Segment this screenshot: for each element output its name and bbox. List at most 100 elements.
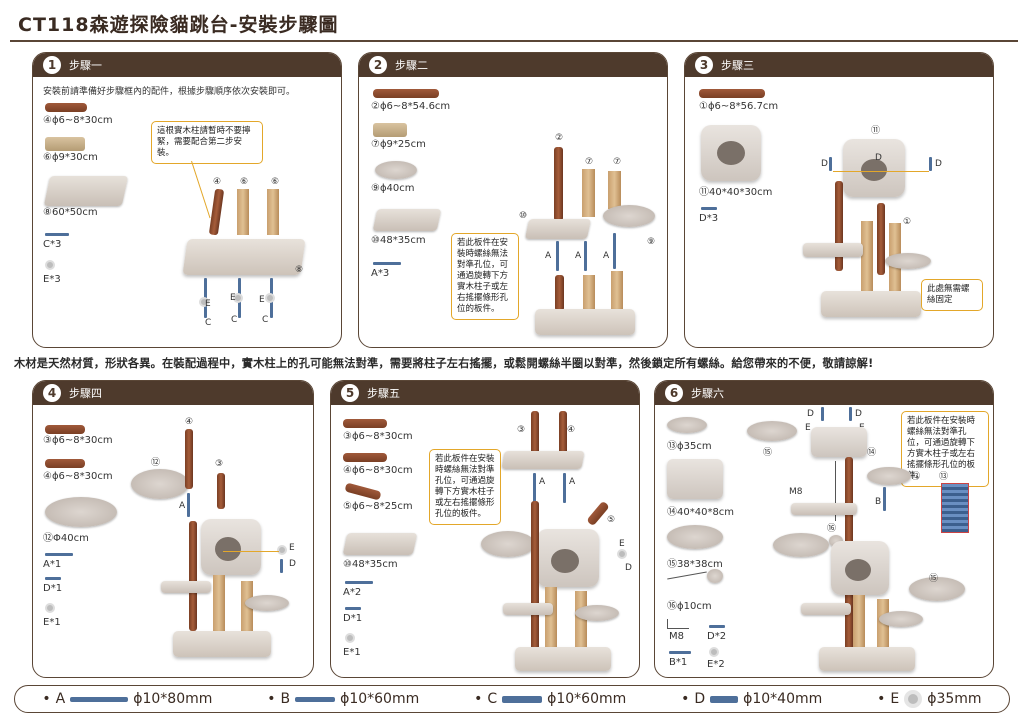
screw-a-icon [345,581,373,584]
step-1-number: 1 [43,56,61,74]
step-2-title: 步驟二 [395,59,428,72]
step-4-mark-a: A [179,501,186,511]
step-5-part-7: E*1 [343,647,361,658]
step-6-mark-e1: E [805,423,811,433]
step-6-header: 6 步驟六 [655,381,993,405]
step-4-wood-main [189,521,197,631]
screw-b-icon [295,696,336,702]
step-6-screw-b [883,487,886,511]
step-1-sisal-post-a [237,189,249,235]
step-4-board [161,581,211,593]
washer-e-icon [345,633,355,643]
step-2-part-1: ②ϕ6~8*54.6cm [371,101,451,112]
step-6-mark-15a: ⑮ [763,448,773,458]
step-3-part-2: ⑪40*40*30cm [699,187,773,198]
step-1-mark-c1: C [205,318,212,328]
part-14-basket-image [667,459,723,499]
step-2-header: 2 步驟二 [359,53,667,77]
step-4-sisal-a [213,575,225,631]
step-1-callout: 這根實木柱請暫時不要擰緊，需要配合第二步安裝。 [151,121,263,164]
step-1-mark-e2: E [230,293,236,303]
part-10-board-image [342,533,418,555]
step-2-part-4: ⑩48*35cm [371,235,426,246]
step-3-mark-1: ① [903,217,912,227]
step-5-panel: 5 步驟五 ③ϕ6~8*30cm ④ϕ6~8*30cm ⑤ϕ6~8*25cm ⑩… [330,380,640,678]
step-2-screw-c [613,233,616,269]
step-6-mid-board [791,503,857,515]
callout-leader [191,160,211,219]
legend-desc-e: ϕ35mm [927,691,982,707]
page-title: CT118森遊探險貓跳台-安裝步驟圖 [18,14,339,36]
step-1-part-5: E*3 [43,274,61,285]
step-1-mark-4: ④ [213,177,222,187]
step-5-board [501,451,585,469]
step-2-board [524,219,592,239]
step-5-mark-3: ③ [517,425,526,435]
screw-d-icon [345,607,361,610]
step-6-lower-board [801,603,851,615]
step-5-wood-top-a [531,411,539,455]
step-6-mark-b: B [875,497,882,507]
step-6-cube [831,541,889,595]
step-5-base [515,647,611,671]
step-1-mark-c3: C [262,315,269,325]
step-3-base [821,291,921,317]
step-4-part-1: ③ϕ6~8*30cm [43,435,113,446]
part-8-board-image [43,176,129,206]
step-6-panel: 6 步驟六 ⑬ϕ35cm ⑭40*40*8cm ⑮38*38cm ⑯ϕ10cm … [654,380,994,678]
step-4-cube [201,519,261,575]
step-5-mark-d: D [625,563,632,573]
step-1-mark-e1: E [205,299,211,309]
step-3-cube [843,139,905,197]
step-6-pad-side [909,577,965,601]
step-4-part-2: ④ϕ6~8*30cm [43,471,113,482]
step-4-wood-3 [217,473,225,509]
step-2-number: 2 [369,56,387,74]
step-2-lower-wood [555,275,564,311]
step-3-header: 3 步驟三 [685,53,993,77]
step-6-callout: 若此板件在安裝時螺絲無法對準孔位，可通過旋轉下方實木柱子或左右搖擺條形孔位的板件… [901,411,989,487]
legend-item-e: •E ϕ35mm [877,690,982,708]
step-5-part-4: ⑩48*35cm [343,559,398,570]
step-6-mark-13b: ⑬ [939,472,949,482]
part-1-branch-image [699,89,765,98]
part-3-branch-image [343,419,387,428]
step-5-mark-a2: A [569,477,576,487]
step-3-screw-d2 [929,157,932,171]
step-4-bed [131,469,189,499]
step-5-title: 步驟五 [367,387,400,400]
step-3-part-3: D*3 [699,213,719,224]
step-1-washer-c [265,293,275,303]
step-6-toy-string [835,461,836,521]
screw-b-icon [669,651,691,654]
screw-d-icon [701,207,717,210]
step-4-part-4: A*1 [43,559,62,570]
step-3-disc [885,253,931,269]
legend-item-b: •B ϕ10*60mm [267,691,420,707]
step-6-mark-d2: D [855,409,862,419]
screw-a-icon [373,262,401,265]
part-10-board-image [372,209,442,231]
step-1-mark-8: ⑧ [295,265,304,275]
step-3-mark-11: ⑪ [871,126,881,136]
step-4-screw-d [280,559,283,573]
step-6-part-6: D*2 [707,631,727,642]
step-6-mark-d1: D [807,409,814,419]
step-2-mark-7b: ⑦ [613,157,622,167]
step-1-mark-e3: E [259,295,265,305]
screw-c-icon [45,233,69,236]
step-6-mark-m8: M8 [789,487,803,497]
step-2-lower-post-b [611,271,623,311]
step-1-part-1: ④ϕ6~8*30cm [43,115,113,126]
screw-d-icon [709,625,725,628]
step-3-mark-d3: D [935,159,942,169]
step-6-part-8: E*2 [707,659,725,670]
step-2-wood-post [554,147,563,221]
step-6-screw-d2 [849,407,852,421]
step-4-header: 4 步驟四 [33,381,313,405]
step-1-base-board [182,239,306,275]
screw-a-icon [45,553,73,556]
washer-e-icon [904,690,923,708]
legend-key-d: D [694,691,706,707]
part-16-toy-ball [707,569,723,583]
